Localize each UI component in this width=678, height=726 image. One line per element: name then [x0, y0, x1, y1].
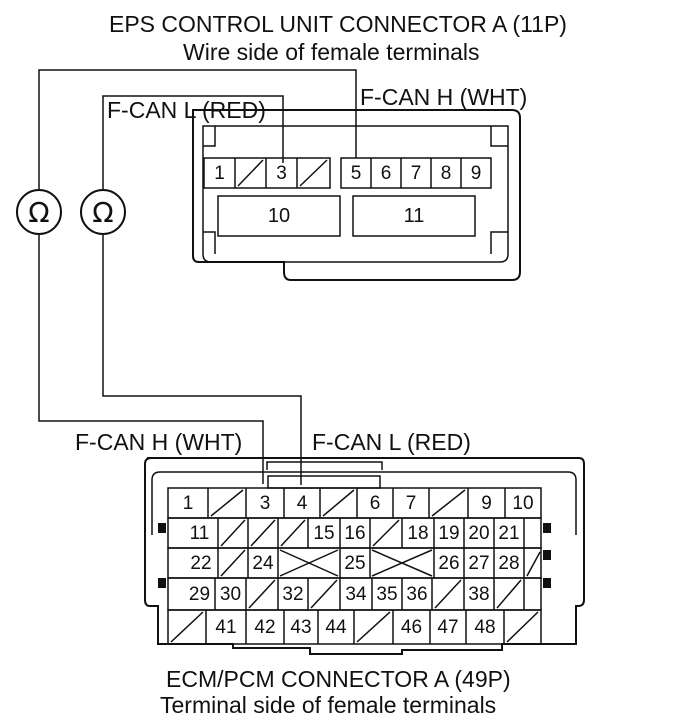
ecm-latch-left-lower	[158, 578, 166, 588]
ecm-pin: 38	[468, 583, 490, 605]
eps-pin: 1	[214, 162, 225, 184]
ecm-pin: 26	[438, 552, 460, 574]
ecm-pin: 47	[437, 616, 459, 638]
ecm-pin: 42	[254, 616, 276, 638]
ecm-pin: 4	[296, 492, 308, 514]
ecm-pin: 11	[189, 522, 210, 544]
ecm-pin: 25	[344, 552, 366, 574]
ecm-connector-outer	[144, 457, 585, 655]
ecm-pin: 28	[498, 552, 520, 574]
ecm-pin: 1	[182, 492, 194, 514]
eps-pin: 7	[410, 162, 422, 184]
eps-latch-left	[203, 126, 216, 147]
ecm-pin: 3	[259, 492, 271, 514]
ecm-label-fcan-h: F-CAN H (WHT)	[75, 429, 243, 455]
ecm-pin: 10	[512, 492, 534, 514]
eps-connector-inner	[202, 125, 509, 263]
eps-corner-right	[490, 231, 508, 254]
ecm-latch-right-lower	[543, 578, 551, 588]
ecm-pin: 30	[219, 583, 242, 605]
eps-corner-left	[203, 231, 216, 254]
eps-pin: 3	[276, 162, 287, 184]
ecm-connector-title: ECM/PCM CONNECTOR A (49P)	[166, 666, 511, 692]
ecm-pin: 6	[369, 492, 381, 514]
eps-connector-outer	[192, 109, 521, 281]
ecm-pin: 32	[282, 583, 304, 605]
ecm-lock-tab	[266, 461, 383, 470]
ecm-pin: 35	[376, 583, 398, 605]
ecm-pin: 22	[190, 552, 212, 574]
ecm-lock-ledge	[267, 475, 381, 489]
ecm-latch-left-upper	[158, 523, 166, 533]
eps-connector-subtitle: Wire side of female terminals	[183, 39, 480, 65]
ecm-connector-subtitle: Terminal side of female terminals	[160, 692, 497, 718]
eps-pin: 6	[380, 162, 392, 184]
eps-connector-title: EPS CONTROL UNIT CONNECTOR A (11P)	[109, 11, 567, 37]
ecm-pin: 34	[345, 583, 367, 605]
eps-pin: 11	[403, 205, 425, 227]
ecm-pin: 19	[438, 522, 460, 544]
ecm-pin: 29	[188, 583, 211, 605]
ecm-pin: 16	[344, 522, 366, 544]
ecm-pin: 15	[313, 522, 335, 544]
ecm-pin: 9	[481, 492, 492, 514]
ecm-pin: 44	[325, 616, 347, 638]
ecm-pin: 24	[252, 552, 274, 574]
eps-pin: 8	[440, 162, 452, 184]
ohmmeter-left-icon: Ω	[28, 195, 50, 229]
wire-fcan-h-probe	[38, 69, 357, 484]
wire-fcan-l-probe	[102, 95, 302, 485]
ecm-pin: 41	[215, 616, 237, 638]
ecm-pin: 27	[468, 552, 490, 574]
ecm-pin: 46	[400, 616, 423, 638]
ecm-pin: 43	[290, 616, 312, 638]
ecm-latch-right-upper	[543, 523, 551, 533]
ecm-pin: 20	[468, 522, 490, 544]
eps-label-fcan-h: F-CAN H (WHT)	[360, 84, 528, 110]
ecm-pin: 7	[405, 492, 417, 514]
eps-label-fcan-l: F-CAN L (RED)	[107, 97, 266, 123]
ecm-pin: 36	[406, 583, 428, 605]
ecm-pin: 48	[474, 616, 496, 638]
ohmmeter-right-icon: Ω	[92, 195, 114, 229]
eps-latch-right	[490, 126, 508, 147]
ecm-label-fcan-l: F-CAN L (RED)	[312, 429, 471, 455]
ecm-pin: 18	[407, 522, 429, 544]
ecm-latch-right-mid	[543, 550, 551, 560]
eps-pin: 9	[470, 162, 482, 184]
eps-pin: 10	[267, 205, 291, 227]
eps-pin: 5	[350, 162, 362, 184]
ecm-pin: 21	[498, 522, 520, 544]
